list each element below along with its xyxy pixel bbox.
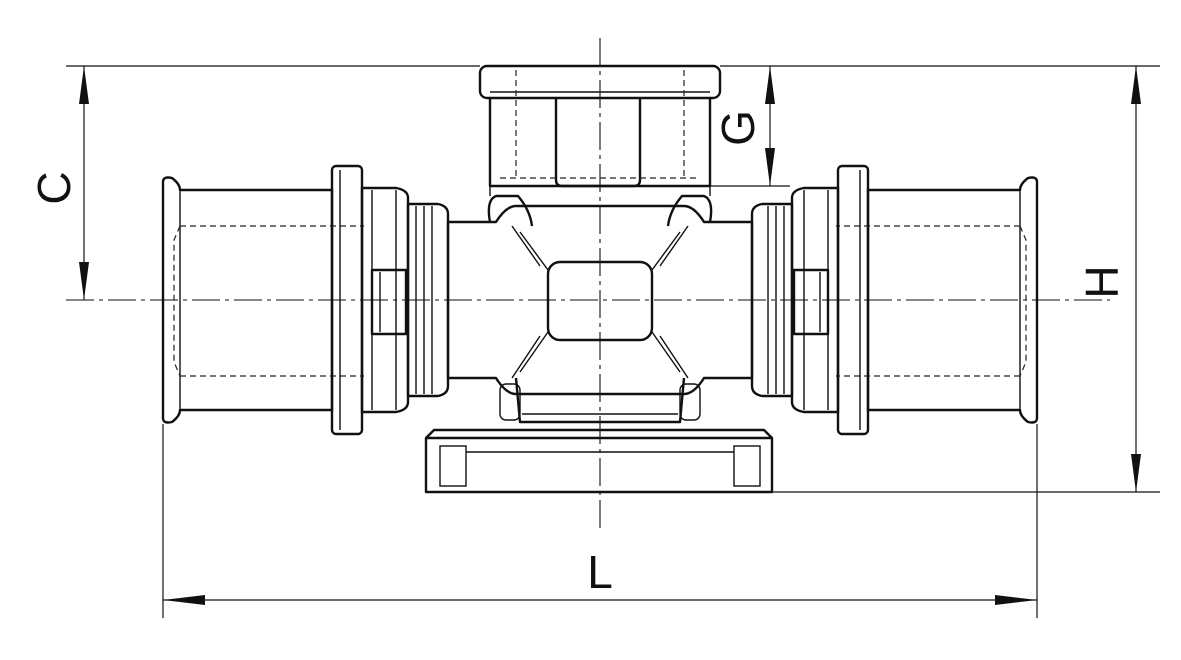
dimension-h xyxy=(772,66,1160,493)
label-h: H xyxy=(1076,265,1128,298)
top-threaded-outlet xyxy=(478,64,722,196)
left-press-sleeve xyxy=(161,164,450,436)
center-lines xyxy=(66,38,1110,530)
dimension-l xyxy=(162,424,1038,618)
label-l: L xyxy=(587,546,613,598)
dimension-g xyxy=(710,65,1160,187)
mounting-plate xyxy=(424,428,774,494)
dimension-c xyxy=(66,65,480,300)
label-c: C xyxy=(28,171,80,204)
label-g: G xyxy=(712,110,764,146)
right-press-sleeve xyxy=(750,164,1039,436)
fitting-body xyxy=(446,194,754,424)
